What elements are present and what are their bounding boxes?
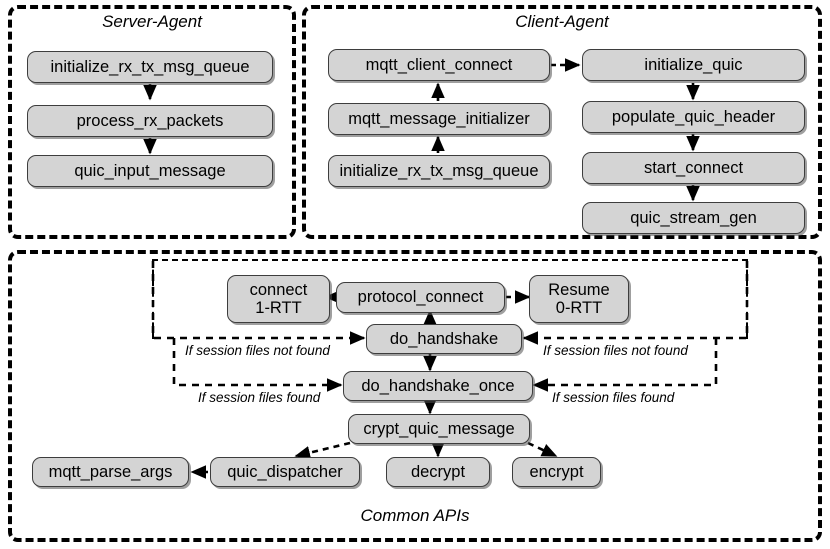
node-cli-mqtt-client-connect[interactable]: mqtt_client_connect bbox=[328, 49, 550, 81]
node-quic-dispatcher[interactable]: quic_dispatcher bbox=[210, 457, 360, 487]
node-mqtt-parse-args[interactable]: mqtt_parse_args bbox=[32, 457, 189, 487]
node-cli-populate-quic-header[interactable]: populate_quic_header bbox=[582, 101, 805, 133]
node-resume-0-rtt[interactable]: Resume 0-RTT bbox=[529, 275, 629, 323]
panel-server-agent bbox=[8, 5, 296, 239]
common-apis-inner-dashed-region bbox=[152, 259, 748, 339]
panel-title-common-apis: Common APIs bbox=[360, 506, 470, 525]
node-cli-mqtt-message-initializer[interactable]: mqtt_message_initializer bbox=[328, 103, 550, 135]
panel-title-server-agent: Server-Agent bbox=[102, 12, 202, 31]
node-decrypt[interactable]: decrypt bbox=[386, 457, 490, 487]
node-protocol-connect[interactable]: protocol_connect bbox=[336, 282, 505, 313]
node-crypt-quic-message[interactable]: crypt_quic_message bbox=[348, 414, 530, 444]
node-cli-start-connect[interactable]: start_connect bbox=[582, 152, 805, 184]
node-srv-initialize-rx-tx-msg-queue[interactable]: initialize_rx_tx_msg_queue bbox=[27, 51, 273, 83]
node-connect-1-rtt[interactable]: connect 1-RTT bbox=[227, 275, 330, 323]
panel-common-apis bbox=[8, 250, 822, 542]
node-do-handshake-once[interactable]: do_handshake_once bbox=[343, 371, 533, 401]
edge-label-right-found: If session files found bbox=[552, 390, 675, 405]
node-srv-process-rx-packets[interactable]: process_rx_packets bbox=[27, 105, 273, 137]
node-cli-initialize-rx-tx-msg-queue[interactable]: initialize_rx_tx_msg_queue bbox=[328, 155, 550, 187]
edge-label-left-found: If session files found bbox=[198, 390, 321, 405]
node-do-handshake[interactable]: do_handshake bbox=[366, 324, 522, 354]
node-srv-quic-input-message[interactable]: quic_input_message bbox=[27, 155, 273, 187]
node-cli-initialize-quic[interactable]: initialize_quic bbox=[582, 49, 805, 81]
edge-label-right-not-found: If session files not found bbox=[543, 343, 688, 358]
panel-title-client-agent: Client-Agent bbox=[515, 12, 609, 31]
panel-client-agent bbox=[302, 5, 822, 239]
node-encrypt[interactable]: encrypt bbox=[512, 457, 601, 487]
edge-label-left-not-found: If session files not found bbox=[185, 343, 330, 358]
node-cli-quic-stream-gen[interactable]: quic_stream_gen bbox=[582, 202, 805, 234]
